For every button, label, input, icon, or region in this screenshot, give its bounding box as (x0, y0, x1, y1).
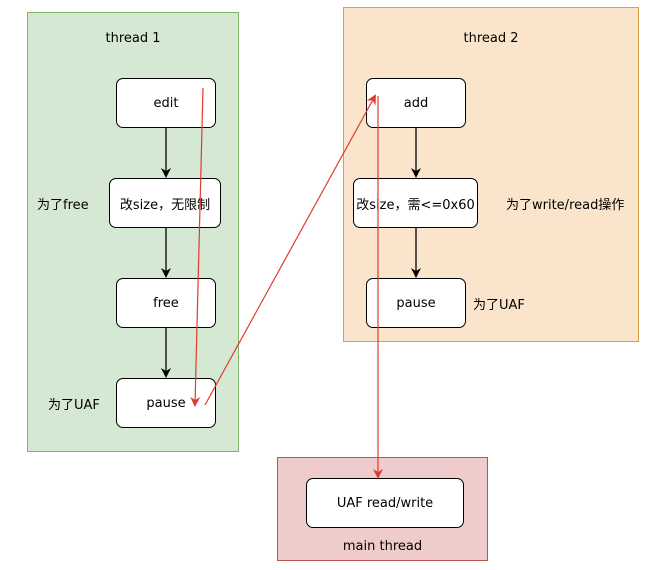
thread2-note-for-write-read: 为了write/read操作 (506, 198, 625, 213)
main-uaf-read-write-node: UAF read/write (306, 478, 464, 528)
thread1-note-for-uaf: 为了UAF (48, 398, 100, 413)
thread2-pause-node: pause (366, 278, 466, 328)
thread2-add-node: add (366, 78, 466, 128)
thread1-note-for-free: 为了free (37, 198, 89, 213)
thread1-change-size-node: 改size，无限制 (109, 178, 221, 228)
thread1-free-node: free (116, 278, 216, 328)
thread2-note-for-uaf: 为了UAF (473, 298, 525, 313)
thread1-pause-node: pause (116, 378, 216, 428)
thread1-title: thread 1 (105, 31, 161, 46)
main-thread-title: main thread (342, 539, 423, 554)
edge-red-edit-to-pause (190, 87, 204, 407)
edge-red-pause-to-add (204, 94, 376, 406)
thread2-change-size-node: 改size，需<=0x60 (353, 178, 478, 228)
thread2-title: thread 2 (463, 31, 519, 46)
thread1-edit-node: edit (116, 78, 216, 128)
